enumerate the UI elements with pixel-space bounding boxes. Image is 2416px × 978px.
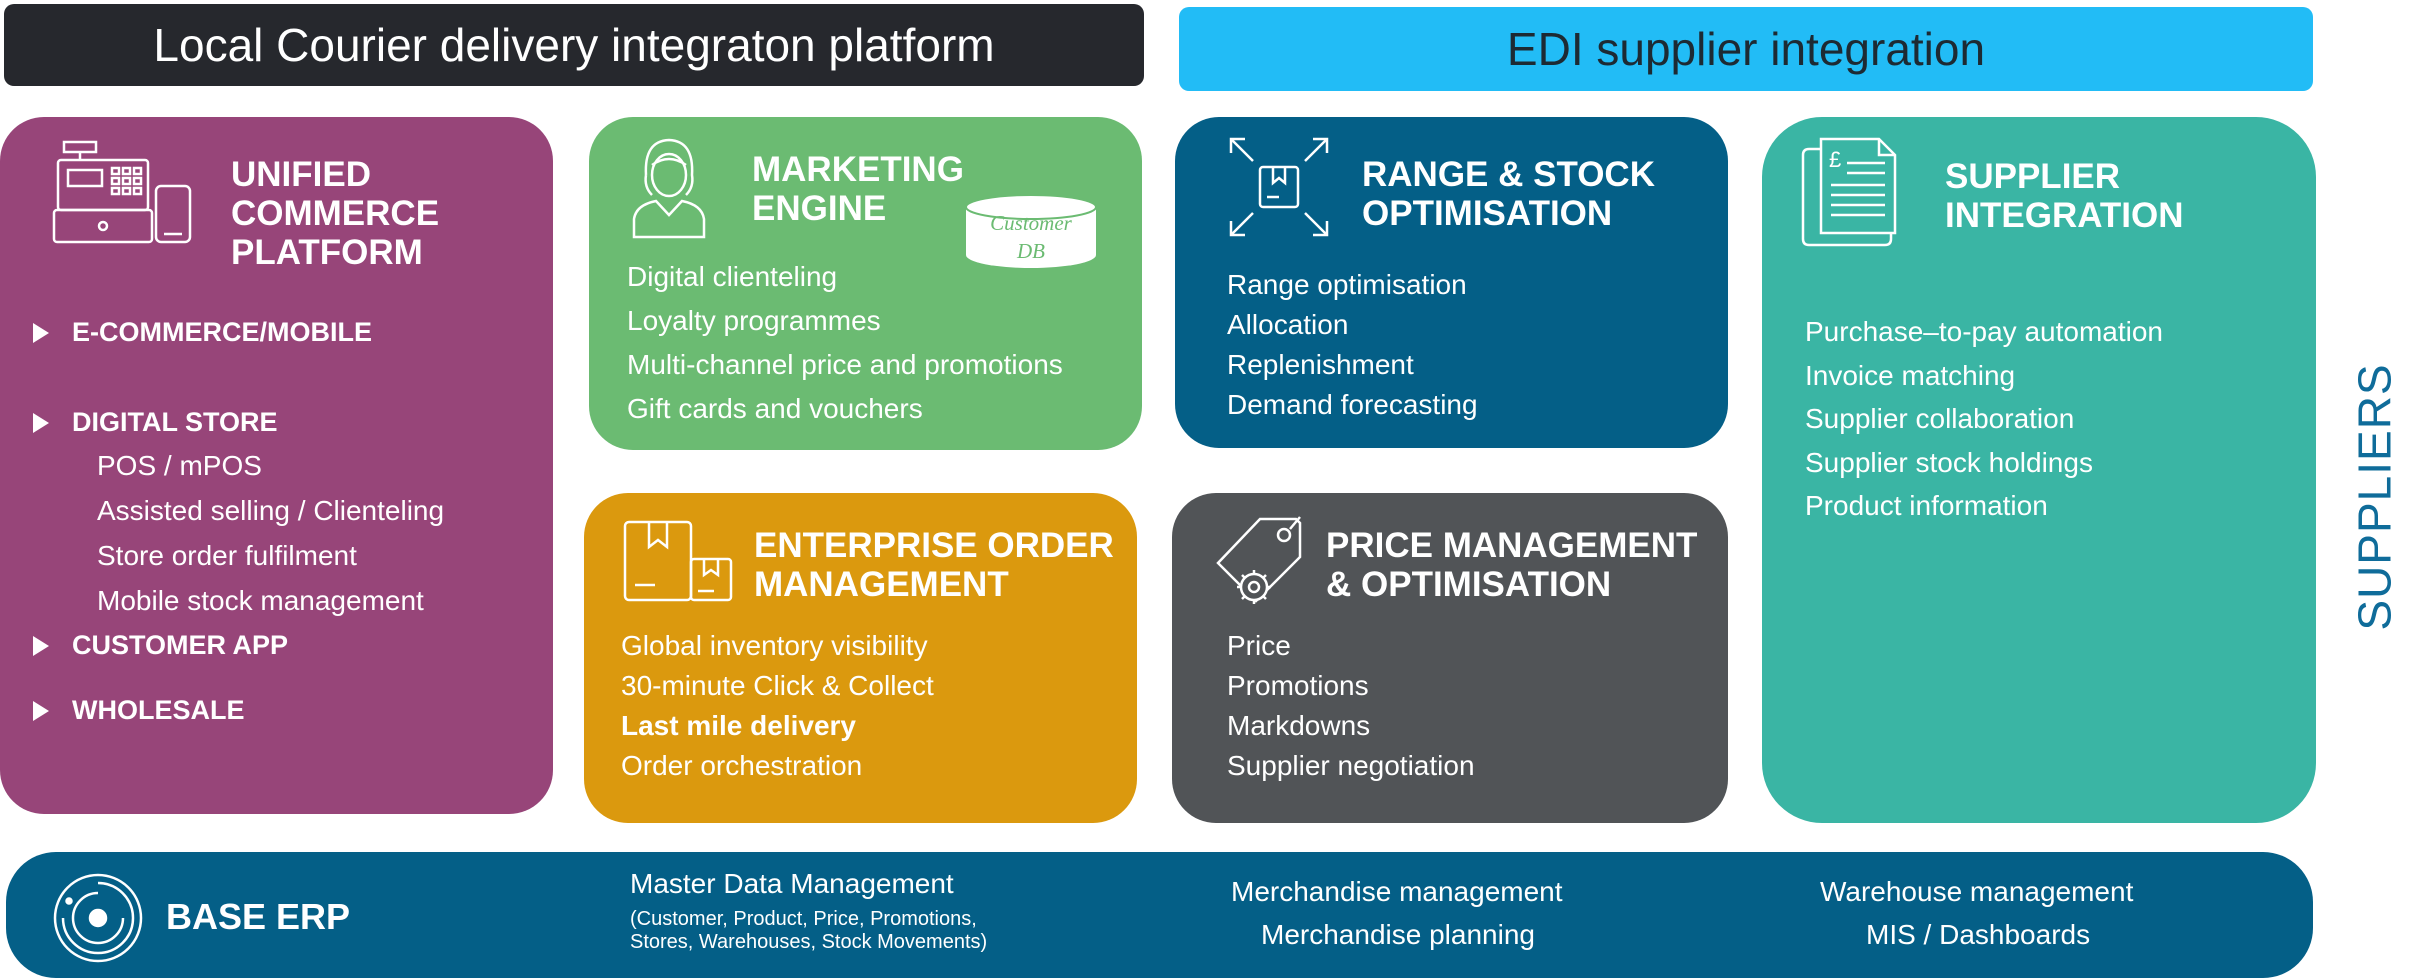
section-wholesale: WHOLESALE [33, 695, 245, 726]
list-item: Last mile delivery [621, 710, 857, 741]
triangle-bullet-icon [33, 322, 49, 343]
base-erp-bar: BASE ERP Master Data Management (Custome… [6, 852, 2313, 978]
list-item: Promotions [1227, 670, 1369, 701]
order-title-line2: MANAGEMENT [754, 565, 1009, 604]
marketing-title-line1: MARKETING [752, 150, 964, 189]
list-item: Purchase–to-pay automation [1805, 316, 2163, 347]
range-title-line1: RANGE & STOCK [1362, 155, 1655, 194]
range-items: Range optimisation Allocation Replenishm… [1227, 265, 1478, 425]
supplier-integration-card: £ SUPPLIER INTEGRATION Purchase–to-pay a… [1762, 117, 2316, 823]
invoice-icon: £ [1801, 137, 1897, 247]
list-item: Mobile stock management [97, 585, 424, 616]
list-item: Replenishment [1227, 349, 1414, 380]
price-title-line1: PRICE MANAGEMENT [1326, 526, 1698, 565]
list-item: POS / mPOS [97, 450, 262, 481]
list-item: Digital clienteling [627, 261, 838, 292]
mdm-detail-line1: (Customer, Product, Price, Promotions, [630, 908, 977, 930]
marketing-title-line2: ENGINE [752, 189, 887, 228]
svg-text:£: £ [1829, 147, 1841, 172]
customer-db-label: Customer DB [963, 209, 1099, 265]
suppliers-side-label: SUPPLIERS [2345, 363, 2405, 630]
marketing-engine-card: MARKETING ENGINE Customer DB Digital cli… [589, 117, 1142, 450]
section-wholesale-label: WHOLESALE [72, 695, 245, 725]
section-ecommerce-label: E-COMMERCE/MOBILE [72, 317, 372, 347]
list-item: Supplier negotiation [1227, 750, 1475, 781]
person-icon [632, 138, 706, 239]
list-item: Product information [1805, 490, 2048, 521]
list-item: Invoice matching [1805, 359, 2016, 391]
list-item: Gift cards and vouchers [627, 393, 923, 424]
range-title-line2: OPTIMISATION [1362, 194, 1613, 233]
edi-integration-header-text: EDI supplier integration [1506, 23, 1986, 75]
mdm-details: (Customer, Product, Price, Promotions, S… [630, 908, 987, 954]
list-item: Assisted selling / Clienteling [97, 495, 445, 526]
triangle-bullet-icon [33, 635, 49, 656]
supplier-items: Purchase–to-pay automation Invoice match… [1805, 310, 2163, 528]
unified-title-line2: COMMERCE [231, 194, 440, 233]
expand-box-icon [1229, 137, 1329, 237]
merchandise-planning: Merchandise planning [1261, 919, 1535, 950]
enterprise-order-card: ENTERPRISE ORDER MANAGEMENT Global inven… [584, 493, 1137, 823]
list-item: 30-minute Click & Collect [621, 670, 934, 701]
supplier-title-line2: INTEGRATION [1945, 196, 2184, 235]
packages-icon [623, 520, 733, 602]
range-stock-card: RANGE & STOCK OPTIMISATION Range optimis… [1175, 117, 1728, 448]
courier-platform-header: Local Courier delivery integraton platfo… [4, 4, 1144, 86]
unified-title-line1: UNIFIED [231, 155, 371, 194]
unified-commerce-card: UNIFIED COMMERCE PLATFORM E-COMMERCE/MOB… [0, 117, 553, 814]
price-management-card: PRICE MANAGEMENT & OPTIMISATION Price Pr… [1172, 493, 1728, 823]
price-title-line2: & OPTIMISATION [1326, 565, 1612, 604]
section-digital-store: DIGITAL STORE [33, 407, 278, 438]
suppliers-side-label-text: SUPPLIERS [2349, 363, 2401, 631]
order-items: Global inventory visibility 30-minute Cl… [621, 626, 934, 786]
list-item: Supplier collaboration [1805, 403, 2075, 434]
section-digital-store-label: DIGITAL STORE [72, 407, 278, 437]
price-items: Price Promotions Markdowns Supplier nego… [1227, 626, 1475, 786]
section-ecommerce: E-COMMERCE/MOBILE [33, 317, 372, 348]
mis-dashboards: MIS / Dashboards [1866, 919, 2091, 950]
base-erp-title: BASE ERP [166, 896, 351, 937]
merchandise-management: Merchandise management [1231, 876, 1563, 907]
list-item: Demand forecasting [1227, 389, 1478, 420]
list-item: Markdowns [1227, 710, 1371, 741]
section-customer-app: CUSTOMER APP [33, 630, 288, 661]
list-item: Loyalty programmes [627, 305, 881, 336]
marketing-items: Digital clienteling Loyalty programmes M… [627, 255, 1063, 431]
list-item: Order orchestration [621, 750, 863, 781]
edi-integration-header: EDI supplier integration [1179, 7, 2313, 91]
courier-platform-header-text: Local Courier delivery integraton platfo… [153, 19, 995, 71]
mdm-detail-line2: Stores, Warehouses, Stock Movements) [630, 931, 988, 953]
list-item: Multi-channel price and promotions [627, 349, 1063, 380]
list-item: Global inventory visibility [621, 630, 928, 661]
db-label-line2: DB [1017, 239, 1045, 263]
section-customer-app-label: CUSTOMER APP [72, 630, 289, 660]
warehouse-management: Warehouse management [1820, 876, 2134, 907]
unified-title-line3: PLATFORM [231, 233, 423, 272]
orbit-target-icon [53, 873, 143, 963]
list-item: Store order fulfilment [97, 540, 357, 571]
price-tag-gear-icon [1216, 516, 1302, 604]
list-item: Allocation [1227, 309, 1349, 340]
cash-register-icon [52, 140, 192, 244]
triangle-bullet-icon [33, 700, 49, 721]
triangle-bullet-icon [33, 412, 49, 433]
digital-store-items: POS / mPOS Assisted selling / Clientelin… [97, 443, 444, 623]
order-title-line1: ENTERPRISE ORDER [754, 526, 1114, 565]
mdm-label: Master Data Management [630, 868, 954, 899]
db-label-line1: Customer [990, 211, 1072, 235]
database-icon [965, 194, 1097, 268]
list-item: Range optimisation [1227, 269, 1467, 300]
list-item: Supplier stock holdings [1805, 446, 2093, 478]
supplier-title-line1: SUPPLIER [1945, 157, 2121, 196]
list-item: Price [1227, 630, 1291, 661]
